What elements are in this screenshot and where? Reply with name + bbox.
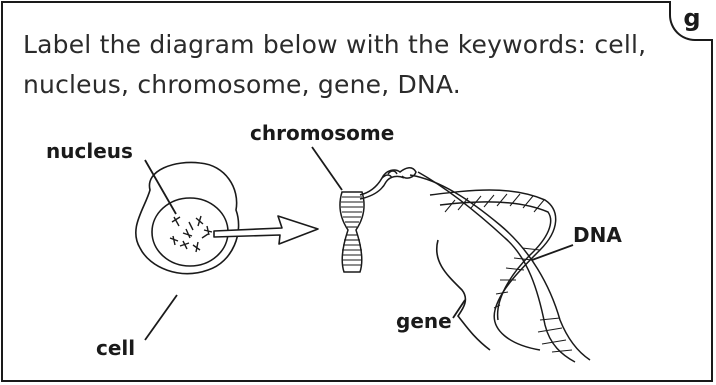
gene-bracket <box>437 240 490 350</box>
unwinding-strand <box>360 168 416 199</box>
label-gene: gene <box>396 309 452 333</box>
label-cell: cell <box>96 336 135 360</box>
chromosome-shape <box>340 192 364 272</box>
cell-leader <box>145 295 177 340</box>
chromosome-leader <box>312 147 342 190</box>
label-nucleus: nucleus <box>46 139 133 163</box>
dna-helix <box>410 172 590 362</box>
label-chromosome: chromosome <box>250 121 394 145</box>
label-dna: DNA <box>573 223 622 247</box>
